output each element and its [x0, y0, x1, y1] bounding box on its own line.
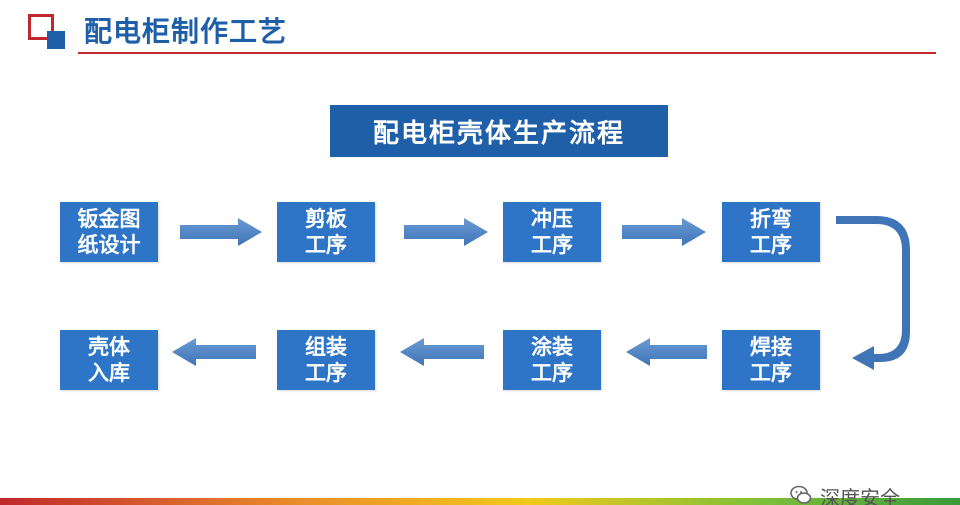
step-label-line1: 折弯 — [750, 207, 792, 231]
step-label-line2: 纸设计 — [77, 233, 141, 257]
arrow-right-3 — [622, 218, 706, 246]
step-label-line1: 钣金图 — [77, 207, 141, 231]
step-coating: 涂装 工序 — [503, 330, 601, 390]
step-shell-storage: 壳体 入库 — [60, 330, 158, 390]
arrow-left-3 — [172, 338, 256, 366]
logo-blue-square — [47, 31, 65, 49]
step-label-line2: 工序 — [531, 233, 573, 257]
page-title: 配电柜制作工艺 — [84, 15, 288, 48]
step-label-line2: 入库 — [88, 361, 130, 385]
flow-title: 配电柜壳体生产流程 — [330, 105, 668, 157]
wechat-icon — [790, 485, 812, 504]
step-sheet-metal-design: 钣金图 纸设计 — [60, 202, 158, 262]
step-label-line1: 壳体 — [88, 335, 130, 359]
step-shearing: 剪板 工序 — [277, 202, 375, 262]
step-label-line1: 涂装 — [531, 335, 573, 359]
title-divider — [78, 52, 936, 54]
step-punching: 冲压 工序 — [503, 202, 601, 262]
watermark-text: 深度安全 — [820, 486, 900, 505]
logo-red-square — [28, 14, 54, 40]
step-label-line2: 工序 — [305, 361, 347, 385]
step-label-line2: 工序 — [750, 361, 792, 385]
step-label-line2: 工序 — [305, 233, 347, 257]
bottom-color-bar — [0, 498, 960, 505]
step-label-line1: 组装 — [305, 335, 347, 359]
arrow-u-turn — [836, 216, 910, 370]
arrow-right-2 — [404, 218, 488, 246]
arrow-left-1 — [626, 338, 707, 366]
step-welding: 焊接 工序 — [722, 330, 820, 390]
step-label-line1: 冲压 — [531, 207, 573, 231]
step-label-line2: 工序 — [750, 233, 792, 257]
step-assembly: 组装 工序 — [277, 330, 375, 390]
step-label-line1: 剪板 — [305, 207, 347, 231]
step-bending: 折弯 工序 — [722, 202, 820, 262]
watermark: 深度安全 — [790, 482, 960, 505]
arrow-right-1 — [180, 218, 262, 246]
step-label-line1: 焊接 — [750, 335, 792, 359]
arrow-left-2 — [400, 338, 484, 366]
step-label-line2: 工序 — [531, 361, 573, 385]
